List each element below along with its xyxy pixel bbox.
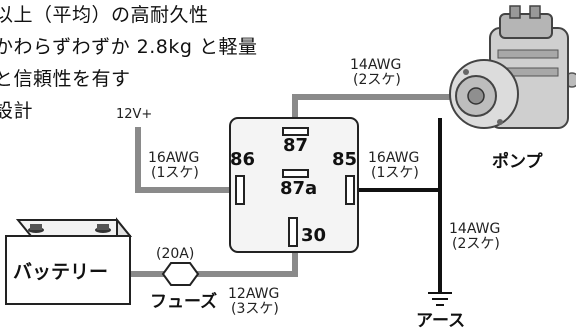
description-line-1: 以上（平均）の高耐久性	[0, 4, 209, 26]
wire-12v-to-86	[135, 127, 241, 193]
terminal-87-label: 87	[283, 135, 309, 156]
label-wire-ground-gauge: 14AWG	[449, 221, 501, 237]
fuse-body	[161, 262, 200, 286]
wire-30-to-fuse	[193, 242, 298, 277]
label-ground: アース	[416, 311, 466, 331]
label-wire-86-sq: (1スケ)	[151, 165, 199, 181]
label-fuse: フューズ	[150, 292, 218, 312]
label-wire-pump-top-gauge: 14AWG	[350, 57, 402, 73]
label-wire-ground-sq: (2スケ)	[452, 236, 500, 252]
description-line-3: と信頼性を有す	[0, 68, 131, 90]
battery-graphic	[5, 217, 133, 305]
label-12v: 12V+	[116, 107, 153, 122]
label-wire-pump-top-sq: (2スケ)	[353, 72, 401, 88]
terminal-86-blade	[235, 175, 245, 205]
label-wire-85-sq: (1スケ)	[371, 165, 419, 181]
description-line-4: 設計	[0, 100, 34, 122]
label-battery: バッテリー	[13, 261, 109, 283]
ground-symbol	[428, 292, 452, 306]
terminal-85-label: 85	[332, 149, 358, 170]
terminal-30-label: 30	[301, 225, 327, 246]
terminal-87-blade	[282, 127, 309, 136]
label-wire-85-gauge: 16AWG	[368, 150, 420, 166]
relay-body	[229, 117, 359, 253]
label-fuse-rating: (20A)	[156, 246, 195, 262]
terminal-30-blade	[288, 217, 298, 247]
terminal-86-label: 86	[230, 149, 256, 170]
label-pump: ポンプ	[492, 152, 543, 172]
description-line-2: かわらずわずか 2.8kg と軽量	[0, 36, 258, 58]
label-wire-86-gauge: 16AWG	[148, 150, 200, 166]
label-wire-30-sq: (3スケ)	[231, 301, 279, 317]
label-wire-30-gauge: 12AWG	[228, 286, 280, 302]
terminal-85-blade	[345, 175, 355, 205]
pump-graphic	[449, 5, 576, 129]
terminal-87a-label: 87a	[280, 178, 318, 199]
terminal-87a-blade	[282, 169, 309, 178]
